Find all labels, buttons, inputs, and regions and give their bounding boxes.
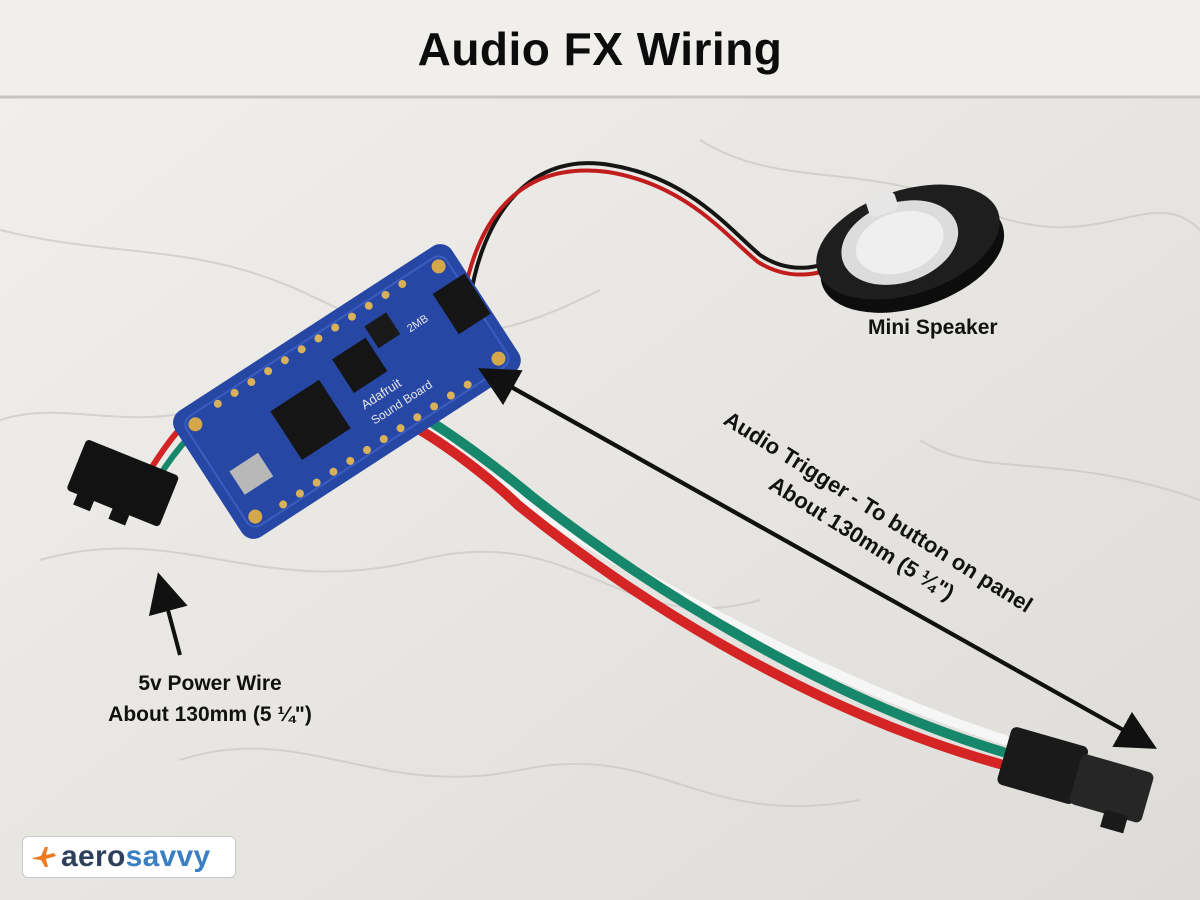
trigger-connector bbox=[997, 727, 1154, 834]
power-wire-label-line2: About 130mm (5 ¼") bbox=[108, 703, 312, 726]
power-wire-label-line1: 5v Power Wire bbox=[138, 672, 282, 695]
power-wire-label: 5v Power Wire About 130mm (5 ¼") bbox=[60, 668, 360, 730]
mini-speaker bbox=[816, 184, 1005, 313]
speaker-label: Mini Speaker bbox=[868, 316, 998, 339]
power-wire-arrow bbox=[148, 572, 188, 656]
power-connector bbox=[67, 440, 179, 527]
trigger-cable bbox=[321, 378, 1010, 769]
logo-text-savvy: savvy bbox=[125, 840, 211, 873]
trigger-arrow-start bbox=[478, 368, 1151, 747]
plane-icon bbox=[33, 847, 56, 867]
wall-tile bbox=[0, 0, 1200, 96]
page-title: Audio FX Wiring bbox=[417, 23, 783, 75]
speaker-wires bbox=[461, 161, 842, 302]
audio-fx-board: Adafruit Sound Board 2MB bbox=[173, 244, 521, 539]
logo-text-aero: aero bbox=[61, 840, 126, 873]
